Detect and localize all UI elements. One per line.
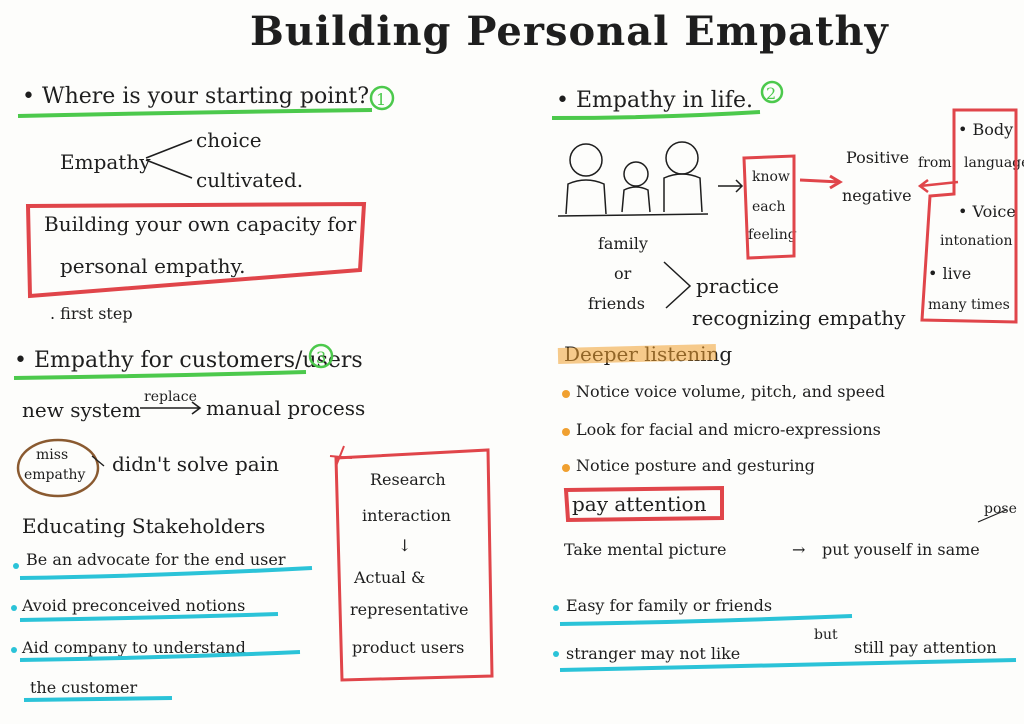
but-text: but — [814, 627, 838, 643]
new-system: new system — [22, 398, 141, 422]
branch-cultivated: cultivated. — [196, 168, 304, 192]
still-text: still pay attention — [854, 638, 997, 657]
capacity-line2: personal empathy. — [60, 254, 246, 278]
cue-live: • live — [928, 264, 972, 283]
each-text: each — [752, 199, 786, 215]
family-text: family — [598, 234, 648, 253]
educating-stakeholders: Educating Stakeholders — [22, 514, 266, 538]
empathy-label: empathy — [24, 467, 86, 483]
research-line3: Actual & — [354, 568, 426, 587]
capacity-line1: Building your own capacity for — [44, 212, 357, 236]
miss-label: miss — [36, 447, 69, 463]
section3-heading: • Empathy for customers/users — [14, 348, 363, 373]
cue-language: language — [964, 155, 1024, 171]
cyan-dot-5 — [553, 605, 559, 611]
to-positive-arrow — [799, 174, 843, 190]
research-star-icon — [329, 445, 353, 467]
section2-number: 2 — [766, 84, 777, 103]
friends-text: friends — [588, 294, 645, 313]
orange-dot-3 — [562, 464, 570, 472]
empathy-word: Empathy — [60, 150, 151, 174]
cyan-dot-6 — [553, 651, 559, 657]
cyan-dot-3 — [11, 647, 17, 653]
picture-arrow: → — [792, 540, 806, 559]
cyan-underline-5 — [559, 614, 853, 626]
deeper-listening-heading: Deeper listening — [564, 342, 733, 366]
pain-text: didn't solve pain — [112, 452, 279, 476]
pay-attention: pay attention — [572, 492, 707, 516]
section2-heading: • Empathy in life. — [556, 88, 753, 113]
first-step: . first step — [50, 304, 133, 323]
listening-bullet-posture: Notice posture and gesturing — [576, 456, 815, 475]
to-feeling-arrow — [718, 179, 744, 193]
bullet-avoid: Avoid preconceived notions — [22, 596, 246, 615]
cue-intonation: intonation — [940, 233, 1013, 249]
recognizing-text: recognizing empathy — [692, 306, 906, 330]
take-mental-picture: Take mental picture — [564, 540, 727, 559]
family-figures-icon — [557, 141, 709, 217]
orange-dot-2 — [562, 428, 570, 436]
know-text: know — [752, 169, 790, 185]
branch-arrows — [145, 139, 193, 179]
section3-heading-text: Empathy for customers/users — [33, 348, 363, 373]
easy-family: Easy for family or friends — [566, 596, 773, 615]
research-line2: interaction — [362, 506, 451, 525]
research-arrow: ↓ — [398, 536, 412, 555]
or-text: or — [614, 264, 632, 283]
page-title: Building Personal Empathy — [250, 8, 889, 55]
practice-text: practice — [696, 274, 779, 298]
cyan-underline-4 — [23, 696, 173, 702]
cyan-dot-2 — [11, 605, 17, 611]
research-line4: representative — [350, 600, 469, 619]
miss-arrow — [91, 455, 105, 467]
section2-heading-text: Empathy in life. — [575, 88, 753, 113]
research-line1: Research — [370, 470, 446, 489]
cyan-underline-1 — [19, 566, 313, 580]
from-text: from — [918, 155, 952, 171]
manual-process: manual process — [206, 396, 366, 420]
negative-text: negative — [842, 186, 912, 205]
from-arrow — [917, 179, 959, 193]
branch-choice: choice — [196, 128, 262, 152]
pose-text: pose — [984, 501, 1017, 517]
feeling-text: feeling — [748, 227, 797, 243]
section1-heading: • Where is your starting point? — [22, 84, 370, 109]
orange-dot-1 — [562, 390, 570, 398]
section3-number: 3 — [316, 348, 327, 367]
cue-body: • Body — [958, 120, 1014, 139]
put-yourself: put youself in same — [822, 540, 980, 559]
research-line5: product users — [352, 638, 465, 657]
bullet-advocate: Be an advocate for the end user — [26, 550, 286, 569]
listening-bullet-facial: Look for facial and micro-expressions — [576, 420, 881, 439]
green-underline-1 — [17, 108, 373, 118]
section1-heading-text: Where is your starting point? — [41, 84, 370, 109]
bullet-aid: Aid company to understand — [22, 638, 246, 657]
replace-label: replace — [144, 389, 197, 405]
positive-text: Positive — [846, 148, 910, 167]
cyan-dot-1 — [13, 563, 19, 569]
cue-many-times: many times — [928, 297, 1010, 313]
section1-number: 1 — [376, 90, 387, 109]
family-bracket — [663, 261, 692, 309]
listening-bullet-voice: Notice voice volume, pitch, and speed — [576, 382, 885, 401]
stranger-text: stranger may not like — [566, 644, 741, 663]
cue-voice: • Voice — [958, 202, 1016, 221]
bullet-customer: the customer — [30, 678, 138, 697]
